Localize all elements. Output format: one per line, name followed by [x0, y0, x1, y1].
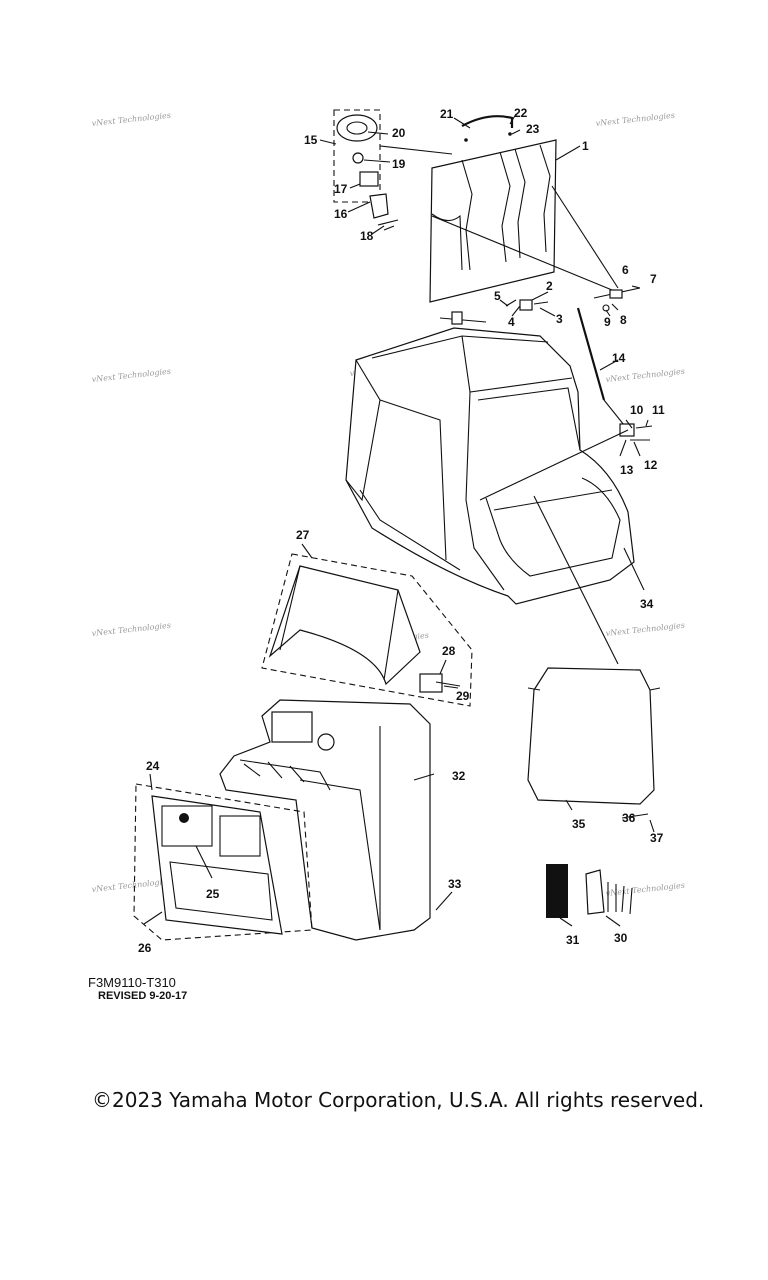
gas-strut — [576, 307, 653, 441]
callout-26: 26 — [138, 941, 152, 955]
callout-35: 35 — [572, 817, 586, 831]
mirror-assembly — [333, 109, 399, 231]
hinge-hardware — [439, 287, 641, 325]
watermark-text: vNext Technologies — [605, 881, 685, 898]
callout-6: 6 — [622, 263, 629, 277]
copyright-notice: ©2023 Yamaha Motor Corporation, U.S.A. A… — [92, 1088, 705, 1112]
callout-20: 20 — [392, 126, 406, 140]
callout-23: 23 — [526, 122, 540, 136]
callout-27: 27 — [296, 528, 310, 542]
parts-diagram: vNext Technologies vNext Technologies vNex… — [91, 106, 685, 955]
callout-37: 37 — [650, 831, 664, 845]
watermark-text: vNext Technologies — [605, 621, 685, 638]
callout-2: 2 — [546, 279, 553, 293]
tool-kit — [546, 864, 633, 918]
callout-17: 17 — [334, 182, 348, 196]
callout-3: 3 — [556, 312, 563, 326]
leader-lines — [143, 113, 655, 927]
callout-12: 12 — [644, 458, 658, 472]
diagram-code: F3M9110-T310 — [88, 975, 176, 990]
callout-1: 1 — [582, 139, 589, 153]
callout-21: 21 — [440, 107, 454, 121]
grab-handle — [461, 115, 514, 142]
watermark-text: vNext Technologies — [91, 367, 171, 384]
callout-33: 33 — [448, 877, 462, 891]
watermark-text: vNext Technologies — [91, 877, 171, 894]
callout-25: 25 — [206, 887, 220, 901]
console-door — [133, 783, 313, 941]
callout-18: 18 — [360, 229, 374, 243]
callout-15: 15 — [304, 133, 318, 147]
callout-11: 11 — [652, 403, 665, 417]
callout-9: 9 — [604, 315, 611, 329]
callout-36: 36 — [622, 811, 636, 825]
watermark-text: vNext Technologies — [605, 367, 685, 384]
revision-date: REVISED 9-20-17 — [98, 990, 188, 1002]
watermark-text: vNext Technologies — [595, 111, 675, 128]
callout-30: 30 — [614, 931, 628, 945]
callout-8: 8 — [620, 313, 627, 327]
callout-10: 10 — [630, 403, 644, 417]
callout-34: 34 — [640, 597, 654, 611]
callout-4: 4 — [508, 315, 515, 329]
floor-mat — [527, 667, 661, 805]
callout-32: 32 — [452, 769, 466, 783]
callout-31: 31 — [566, 933, 580, 947]
console-cover — [261, 553, 473, 707]
cab-enclosure — [345, 327, 635, 605]
callout-28: 28 — [442, 644, 456, 658]
callout-16: 16 — [334, 207, 348, 221]
callout-22: 22 — [514, 106, 528, 120]
watermark-text: vNext Technologies — [91, 111, 171, 128]
console-body — [219, 699, 431, 941]
callout-5: 5 — [494, 289, 501, 303]
callout-19: 19 — [392, 157, 406, 171]
callout-13: 13 — [620, 463, 634, 477]
callout-7: 7 — [650, 272, 657, 286]
watermark-text: vNext Technologies — [91, 621, 171, 638]
callout-29: 29 — [456, 689, 470, 703]
callout-14: 14 — [612, 351, 626, 365]
windshield — [429, 139, 557, 303]
callout-24: 24 — [146, 759, 160, 773]
